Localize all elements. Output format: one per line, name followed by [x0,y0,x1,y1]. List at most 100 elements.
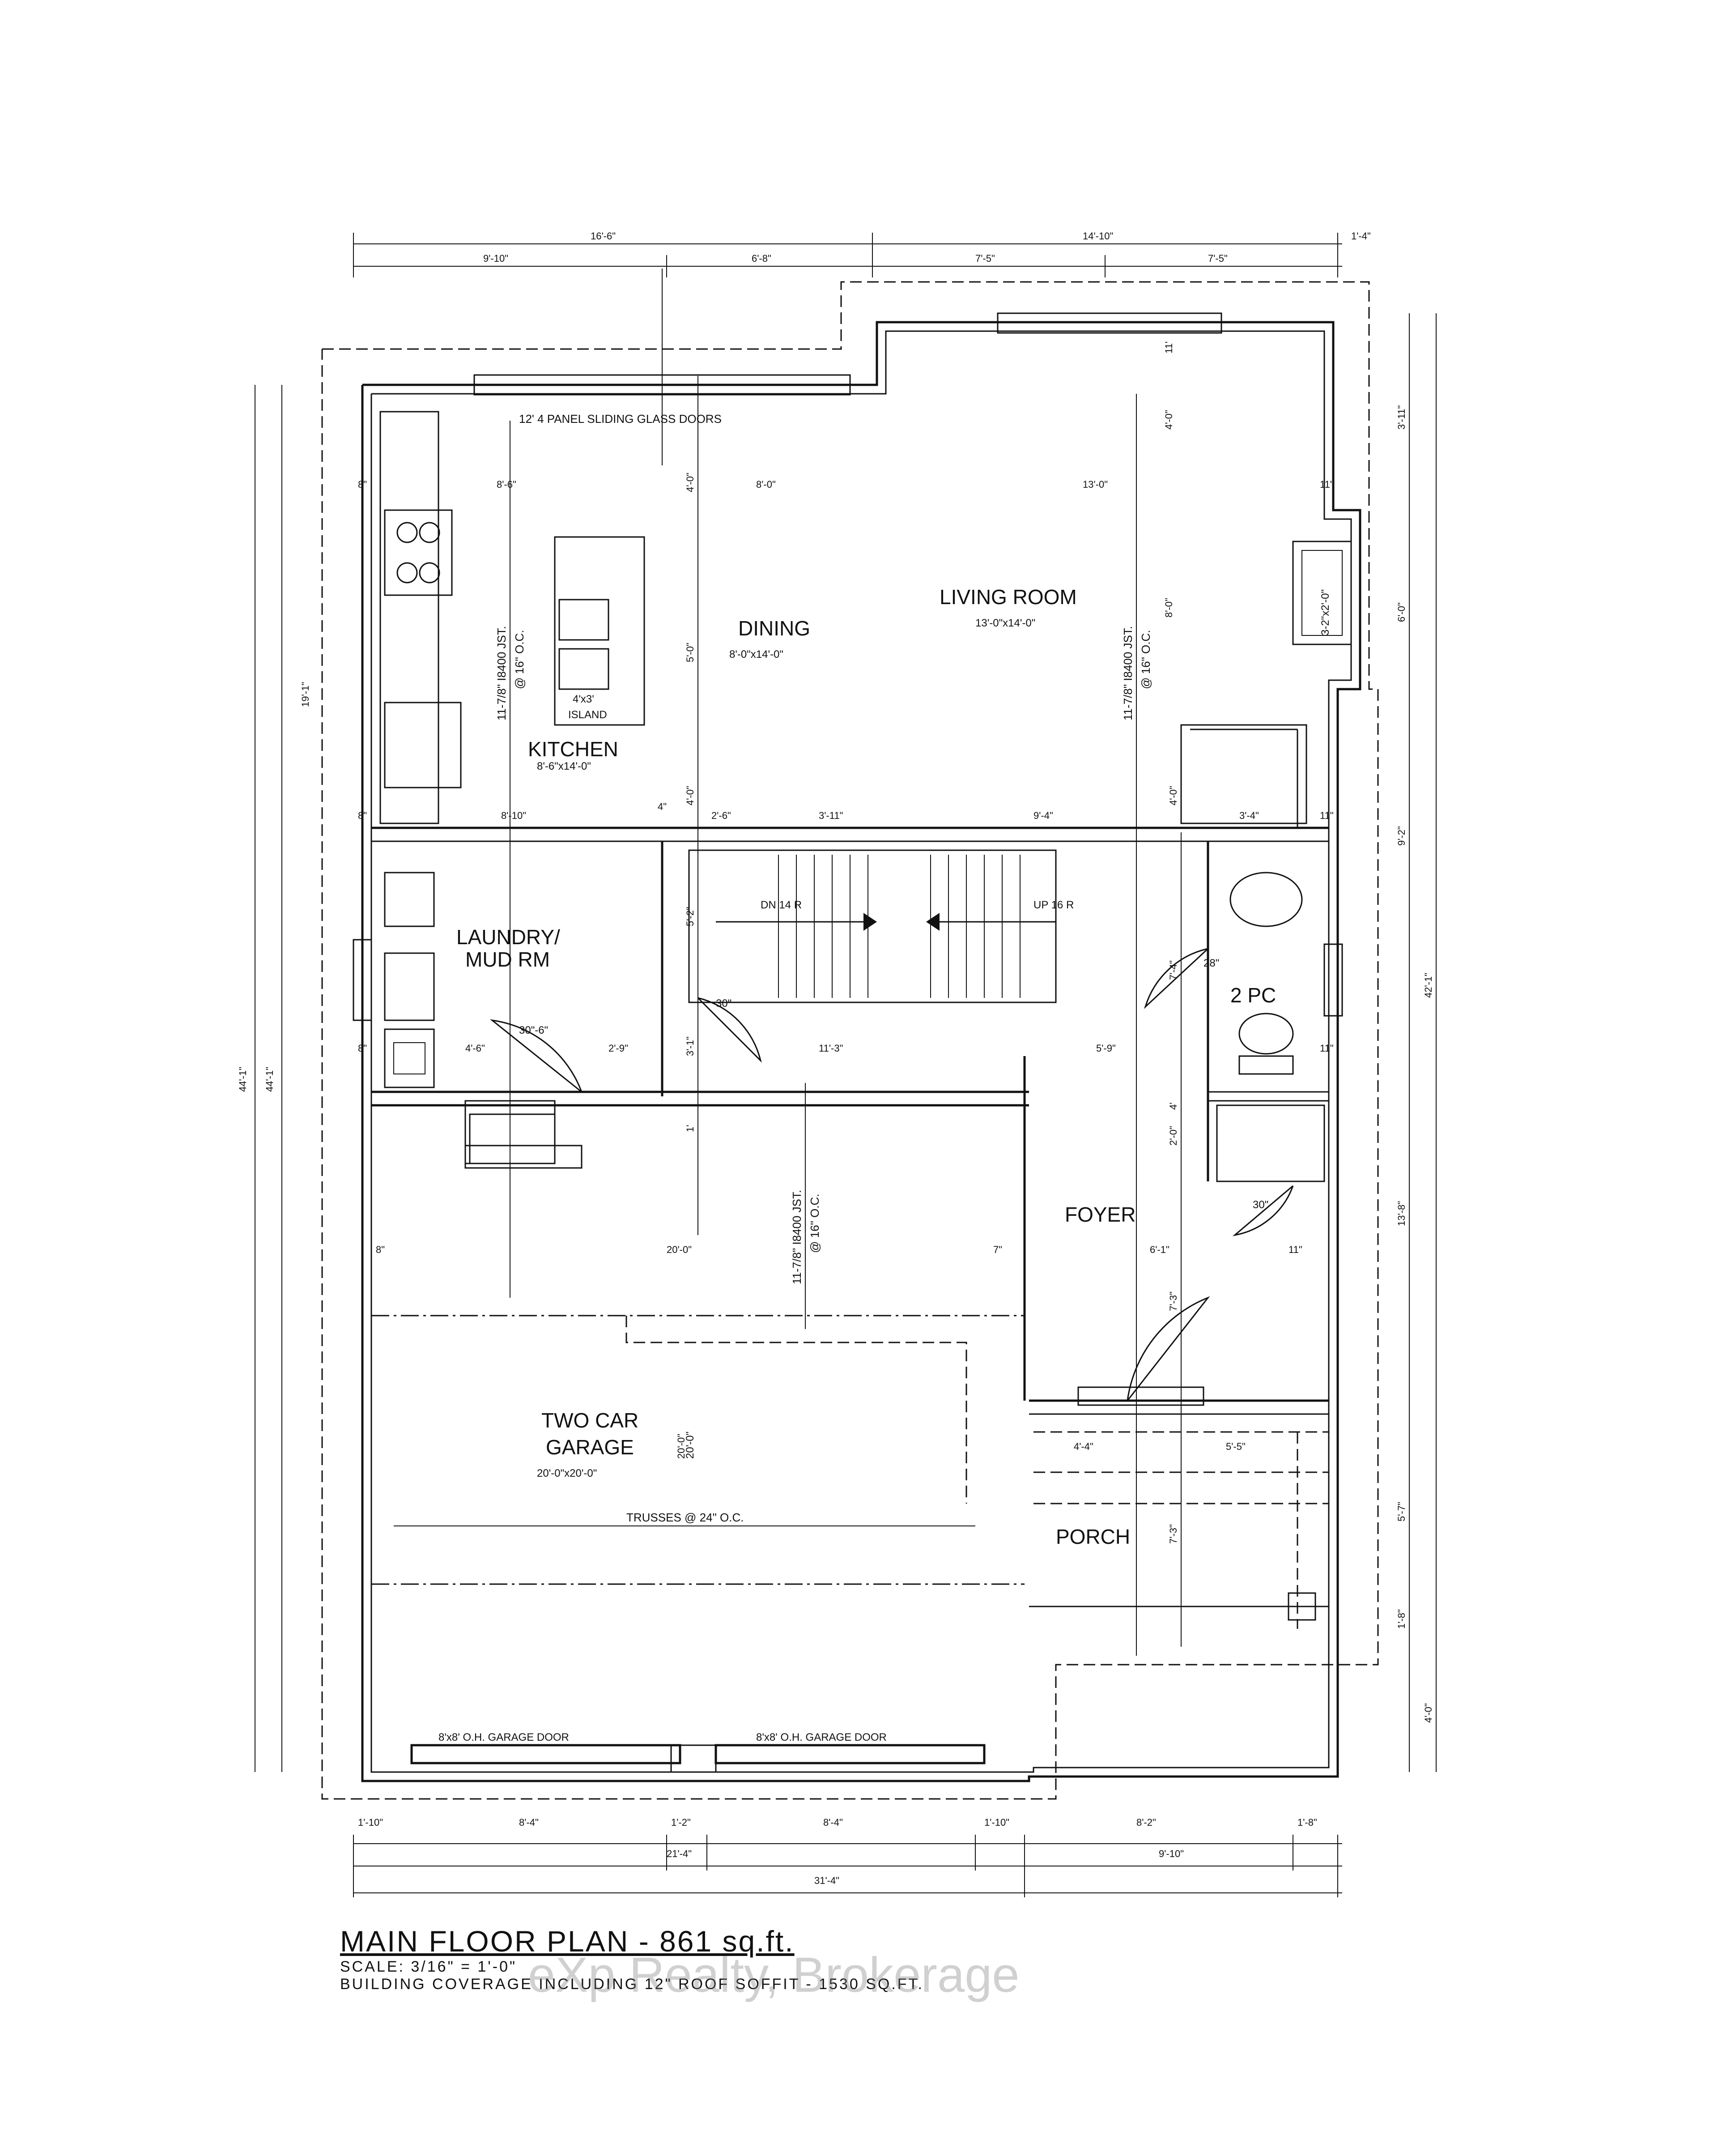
dining-size: 8'-0"x14'-0" [729,648,783,660]
dim-mid-left: 8" [358,810,367,821]
laundry-window [353,939,372,1021]
front-window [1077,1386,1204,1406]
dim-left-b: 44'-1" [237,1067,248,1092]
door-30-powder-note: 30" [1253,1199,1268,1211]
dim-v-c: 4'-0" [685,786,696,805]
door-30-6-note: 30"-6" [519,1024,548,1036]
joist-note-garage: 11-7/8" I8400 JST. [790,1190,804,1284]
dim-right-d: 42'-1" [1423,973,1434,998]
dim-v-a: 4'-0" [1163,410,1174,430]
living-room-label: LIVING ROOM [940,585,1077,609]
dim-top-b: 6'-8" [752,253,771,264]
dim-bot-e: 1'-10" [984,1817,1009,1828]
dim-left-c: 44'-1" [264,1067,275,1092]
exterior-walls [361,321,1361,1782]
kitchen-label: KITCHEN [528,737,618,761]
dim-right-b: 6'-0" [1396,602,1407,622]
dim-bot-c: 1'-2" [671,1817,691,1828]
kitchen-counters [379,411,645,824]
dim-mid-d: 3'-11" [819,810,843,821]
joist-note-kitchen-spacing: @ 16" O.C. [513,630,526,689]
dim-v-e: 8'-0" [1163,598,1174,618]
garage-label-2: GARAGE [546,1436,634,1459]
dim-top-a: 9'-10" [483,253,508,264]
dim-porch-a: 4'-4" [1074,1441,1093,1452]
dim-v-d: 4'-0" [1168,786,1179,805]
dim-low-d: 5'-9" [1096,1043,1116,1054]
kitchen-island [554,536,645,726]
dim-v-g: 5'-2" [685,907,696,926]
dim-bot-sub-a: 21'-4" [667,1848,692,1859]
dim-v-k: 4' [1168,1103,1179,1110]
dining-label: DINING [738,617,810,640]
garage-door-left-note: 8'x8' O.H. GARAGE DOOR [438,1731,569,1743]
door-swings [464,948,1294,1401]
joist-note-living-spacing: @ 16" O.C. [1139,630,1152,689]
dim-top-right-step: 1'-4" [1351,230,1371,242]
rear-window [997,312,1222,334]
dim-top-total-right: 14'-10" [1083,230,1113,242]
dim-mid-a: 8'-10" [501,810,526,821]
powder-room-label: 2 PC [1230,984,1276,1007]
dim-bot-f: 8'-2" [1136,1817,1156,1828]
door-28-note: 28" [1203,957,1219,969]
joist-note-kitchen: 11-7/8" I8400 JST. [495,626,508,720]
dim-row-a-left: 8" [358,479,367,490]
plan-scale: SCALE: 3/16" = 1'-0" [340,1958,517,1975]
dim-low-b: 2'-9" [608,1043,628,1054]
joist-note-garage-spacing: @ 16" O.C. [808,1194,821,1253]
dim-top-c: 7'-5" [975,253,995,264]
dim-garage-right: 7" [993,1244,1002,1255]
dim-bot-d: 8'-4" [823,1817,843,1828]
built-in-cabinet [1180,724,1307,824]
mudroom-label: MUD RM [465,948,550,971]
garage-door-right-note: 8'x8' O.H. GARAGE DOOR [756,1731,887,1743]
dim-mid-e: 9'-4" [1033,810,1053,821]
dim-garage-a: 20'-0" [667,1244,692,1255]
dim-right-c: 9'-2" [1396,826,1407,846]
dim-left-a: 19'-1" [300,682,311,707]
dim-bot-a: 1'-10" [358,1817,383,1828]
powder-window [1323,943,1343,1017]
dimension-lines [255,233,1437,1897]
dim-low-right: 11" [1320,1043,1334,1054]
dim-foyer-right: 11" [1288,1244,1302,1255]
island-label: ISLAND [568,709,607,721]
dim-v-n: 11' [1163,341,1174,354]
dim-mid-b: 4" [658,801,667,812]
dim-row-c: 13'-0" [1083,479,1108,490]
staircase [688,849,1057,1003]
dim-low-a: 4'-6" [465,1043,485,1054]
dim-right-h: 4'-0" [1423,1703,1434,1723]
plan-coverage: BUILDING COVERAGE INCLUDING 12" ROOF SOF… [340,1976,924,1993]
stair-down-note: DN 14 R [761,899,802,911]
dim-top-d: 7'-5" [1208,253,1228,264]
porch-label: PORCH [1056,1525,1130,1548]
powder-room-fixtures [1216,872,1325,1182]
garage-size: 20'-0"x20'-0" [537,1467,597,1479]
dim-garage-left: 8" [376,1244,385,1255]
dim-v-b: 5'-0" [685,643,696,662]
living-room-size: 13'-0"x14'-0" [975,617,1035,629]
fireplace-note: 3-2"x2'-0" [1319,589,1331,635]
interior-walls [371,729,1329,1607]
dim-foyer-a: 6'-1" [1150,1244,1169,1255]
dim-mid-f: 3'-4" [1239,810,1259,821]
dim-v-l: 7'-3" [1168,1524,1179,1544]
door-30-note: 30" [716,997,731,1010]
laundry-fixtures [384,872,435,1088]
dim-bot-total: 31'-4" [814,1875,839,1886]
garage-structure [371,1315,1025,1773]
trusses-note: TRUSSES @ 24" O.C. [626,1511,744,1524]
fireplace [1292,541,1352,645]
dim-v-h: 3'-1" [685,1036,696,1056]
dim-bot-b: 8'-4" [519,1817,539,1828]
dimension-texts: 16'-6" 14'-10" 1'-4" 9'-10" 6'-8" 7'-5" … [237,230,1434,1886]
dim-bot-sub-b: 9'-10" [1159,1848,1184,1859]
island-size: 4'x3' [573,693,594,705]
dim-mid-c: 2'-6" [711,810,731,821]
porch-post [1288,1592,1316,1621]
stair-up-note: UP 16 R [1033,899,1074,911]
dim-row-a: 8'-6" [497,479,516,490]
